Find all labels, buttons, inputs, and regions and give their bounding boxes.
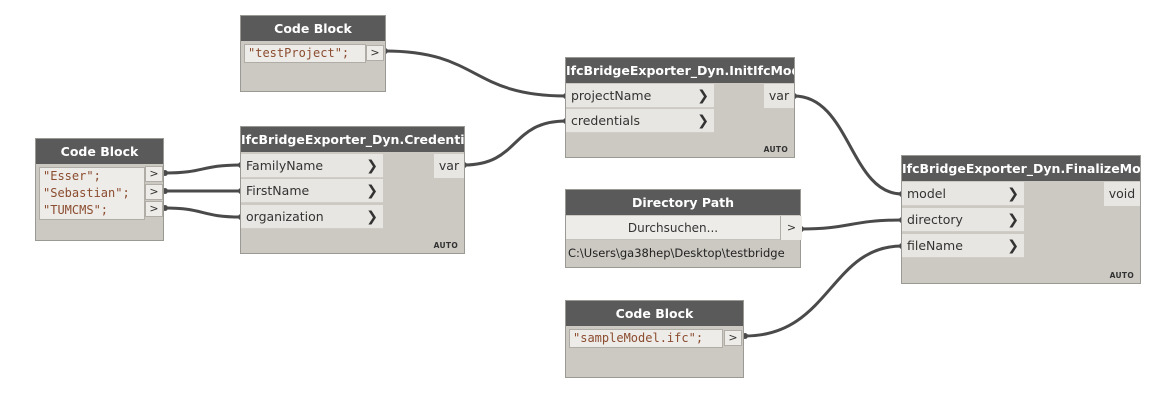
code-editor[interactable]: "sampleModel.ifc";	[569, 329, 723, 348]
chevron-right-icon: ❯	[1007, 238, 1019, 254]
wire-project-to-projectname	[384, 49, 567, 98]
input-port-filename[interactable]: fileName ❯	[902, 234, 1024, 258]
chevron-right-icon: ❯	[1007, 212, 1019, 228]
browse-button[interactable]: Durchsuchen...	[566, 216, 780, 240]
directory-path-node[interactable]: Directory Path Durchsuchen... > C:\Users…	[565, 189, 802, 268]
port-label: model	[907, 186, 946, 201]
input-port-directory[interactable]: directory ❯	[902, 208, 1024, 232]
init-ifc-model-node[interactable]: IfcBridgeExporter_Dyn.InitIfcModel proje…	[565, 57, 795, 158]
port-label: fileName	[907, 238, 963, 253]
code-block-filename-node[interactable]: Code Block "sampleModel.ifc"; >	[565, 300, 744, 378]
lacing-badge: AUTO	[1109, 271, 1134, 280]
port-label: directory	[907, 212, 963, 227]
chevron-right-icon: ❯	[697, 88, 709, 104]
code-line: "TUMCMS";	[43, 203, 109, 217]
code-block-project-node[interactable]: Code Block "testProject"; >	[240, 15, 386, 92]
node-title: IfcBridgeExporter_Dyn.FinalizeModel	[902, 156, 1140, 181]
wire-esser-to-familyname	[164, 163, 242, 175]
output-port-var[interactable]: var	[764, 84, 794, 108]
code-line: "sampleModel.ifc";	[573, 331, 704, 345]
output-port[interactable]: >	[145, 201, 163, 217]
port-label: FirstName	[246, 183, 310, 198]
credentials-node[interactable]: IfcBridgeExporter_Dyn.Credentials Family…	[240, 126, 465, 254]
wire-tumcms-to-organization	[164, 206, 242, 219]
output-port[interactable]: >	[780, 216, 802, 240]
lacing-badge: AUTO	[433, 241, 458, 250]
code-editor[interactable]: "Esser"; "Sebastian"; "TUMCMS";	[39, 167, 145, 220]
input-port-credentials[interactable]: credentials ❯	[566, 109, 714, 133]
code-line: "Sebastian";	[43, 186, 130, 200]
port-label: projectName	[571, 88, 652, 103]
input-port-familyname[interactable]: FamilyName ❯	[241, 154, 383, 178]
node-title: IfcBridgeExporter_Dyn.InitIfcModel	[566, 58, 794, 83]
chevron-right-icon: ❯	[366, 158, 378, 174]
chevron-right-icon: ❯	[697, 113, 709, 129]
node-title: Code Block	[36, 139, 163, 164]
chevron-right-icon: ❯	[366, 209, 378, 225]
output-port[interactable]: >	[724, 330, 742, 346]
wire-directory-to-finalize	[800, 218, 903, 231]
node-title: Directory Path	[566, 190, 800, 215]
code-line: "Esser";	[43, 169, 101, 183]
input-port-firstname[interactable]: FirstName ❯	[241, 179, 383, 203]
input-port-projectname[interactable]: projectName ❯	[566, 84, 714, 108]
node-title: Code Block	[241, 16, 385, 41]
input-port-model[interactable]: model ❯	[902, 182, 1024, 206]
directory-path-value: C:\Users\ga38hep\Desktop\testbridge	[568, 246, 785, 260]
input-port-organization[interactable]: organization ❯	[241, 205, 383, 229]
port-label: credentials	[571, 113, 640, 128]
code-line: "testProject";	[248, 46, 350, 60]
lacing-badge: AUTO	[763, 145, 788, 154]
output-port-void[interactable]: void	[1104, 182, 1140, 206]
code-editor[interactable]: "testProject";	[244, 44, 366, 63]
output-port[interactable]: >	[366, 45, 384, 61]
wire-init-to-model	[793, 94, 903, 196]
output-port-var[interactable]: var	[434, 154, 464, 178]
chevron-right-icon: ❯	[1007, 186, 1019, 202]
chevron-right-icon: ❯	[366, 183, 378, 199]
output-port[interactable]: >	[145, 184, 163, 200]
port-label: organization	[246, 209, 324, 224]
output-port[interactable]: >	[145, 166, 163, 182]
code-block-names-node[interactable]: Code Block "Esser"; "Sebastian"; "TUMCMS…	[35, 138, 164, 241]
node-title: IfcBridgeExporter_Dyn.Credentials	[241, 127, 464, 152]
finalize-model-node[interactable]: IfcBridgeExporter_Dyn.FinalizeModel mode…	[901, 155, 1141, 284]
wire-credentials-to-init	[463, 119, 567, 167]
node-title: Code Block	[566, 301, 743, 326]
port-label: FamilyName	[246, 158, 324, 173]
